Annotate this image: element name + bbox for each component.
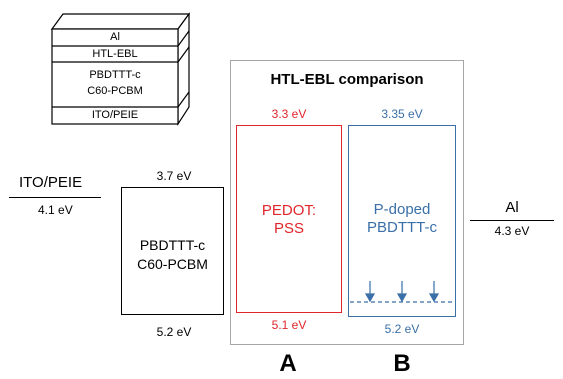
right-electrode-label: Al <box>505 199 519 216</box>
comparison-panel <box>230 60 464 345</box>
stack-layer-htl-ebl: HTL-EBL <box>92 48 138 60</box>
doping-arrowhead-2 <box>396 293 408 303</box>
active-layer-box <box>121 187 224 315</box>
pdoped-homo-label: 5.2 eV <box>384 322 420 336</box>
stack-layer-acceptor: C60-PCBM <box>87 85 143 97</box>
active-acceptor-label: C60-PCBM <box>137 256 208 272</box>
pdoped-box <box>348 125 456 317</box>
active-lumo-label: 3.7 eV <box>156 169 192 183</box>
pedot-label-line1: PEDOT: <box>261 202 317 219</box>
stack-layer-al: Al <box>110 31 120 43</box>
pedot-lumo-label: 3.3 eV <box>271 107 307 121</box>
pdoped-label-line1: P-doped <box>373 201 431 218</box>
right-electrode-level <box>470 220 554 221</box>
comparison-title: HTL-EBL comparison <box>270 71 424 88</box>
stack-front-face <box>51 28 179 125</box>
pdoped-lumo-label: 3.35 eV <box>381 107 423 121</box>
doping-arrowhead-3 <box>428 293 440 303</box>
doping-arrowhead-1 <box>364 293 376 303</box>
left-electrode-label: ITO/PEIE <box>19 174 83 191</box>
active-donor-label: PBDTTT-c <box>139 237 206 253</box>
stack-layer-ito: ITO/PEIE <box>91 109 139 121</box>
pdoped-label-line2: PBDTTT-c <box>367 219 437 236</box>
active-homo-label: 5.2 eV <box>156 325 192 339</box>
label-b: B <box>393 350 411 377</box>
stack-layer-donor: PBDTTT-c <box>89 69 141 81</box>
left-electrode-energy: 4.1 eV <box>38 203 73 217</box>
right-electrode-energy: 4.3 eV <box>494 224 530 238</box>
pedot-homo-label: 5.1 eV <box>271 318 307 332</box>
pedot-label-line2: PSS <box>273 220 304 237</box>
pedot-pss-box <box>236 125 342 313</box>
label-a: A <box>279 350 297 377</box>
left-electrode-level <box>9 197 101 198</box>
